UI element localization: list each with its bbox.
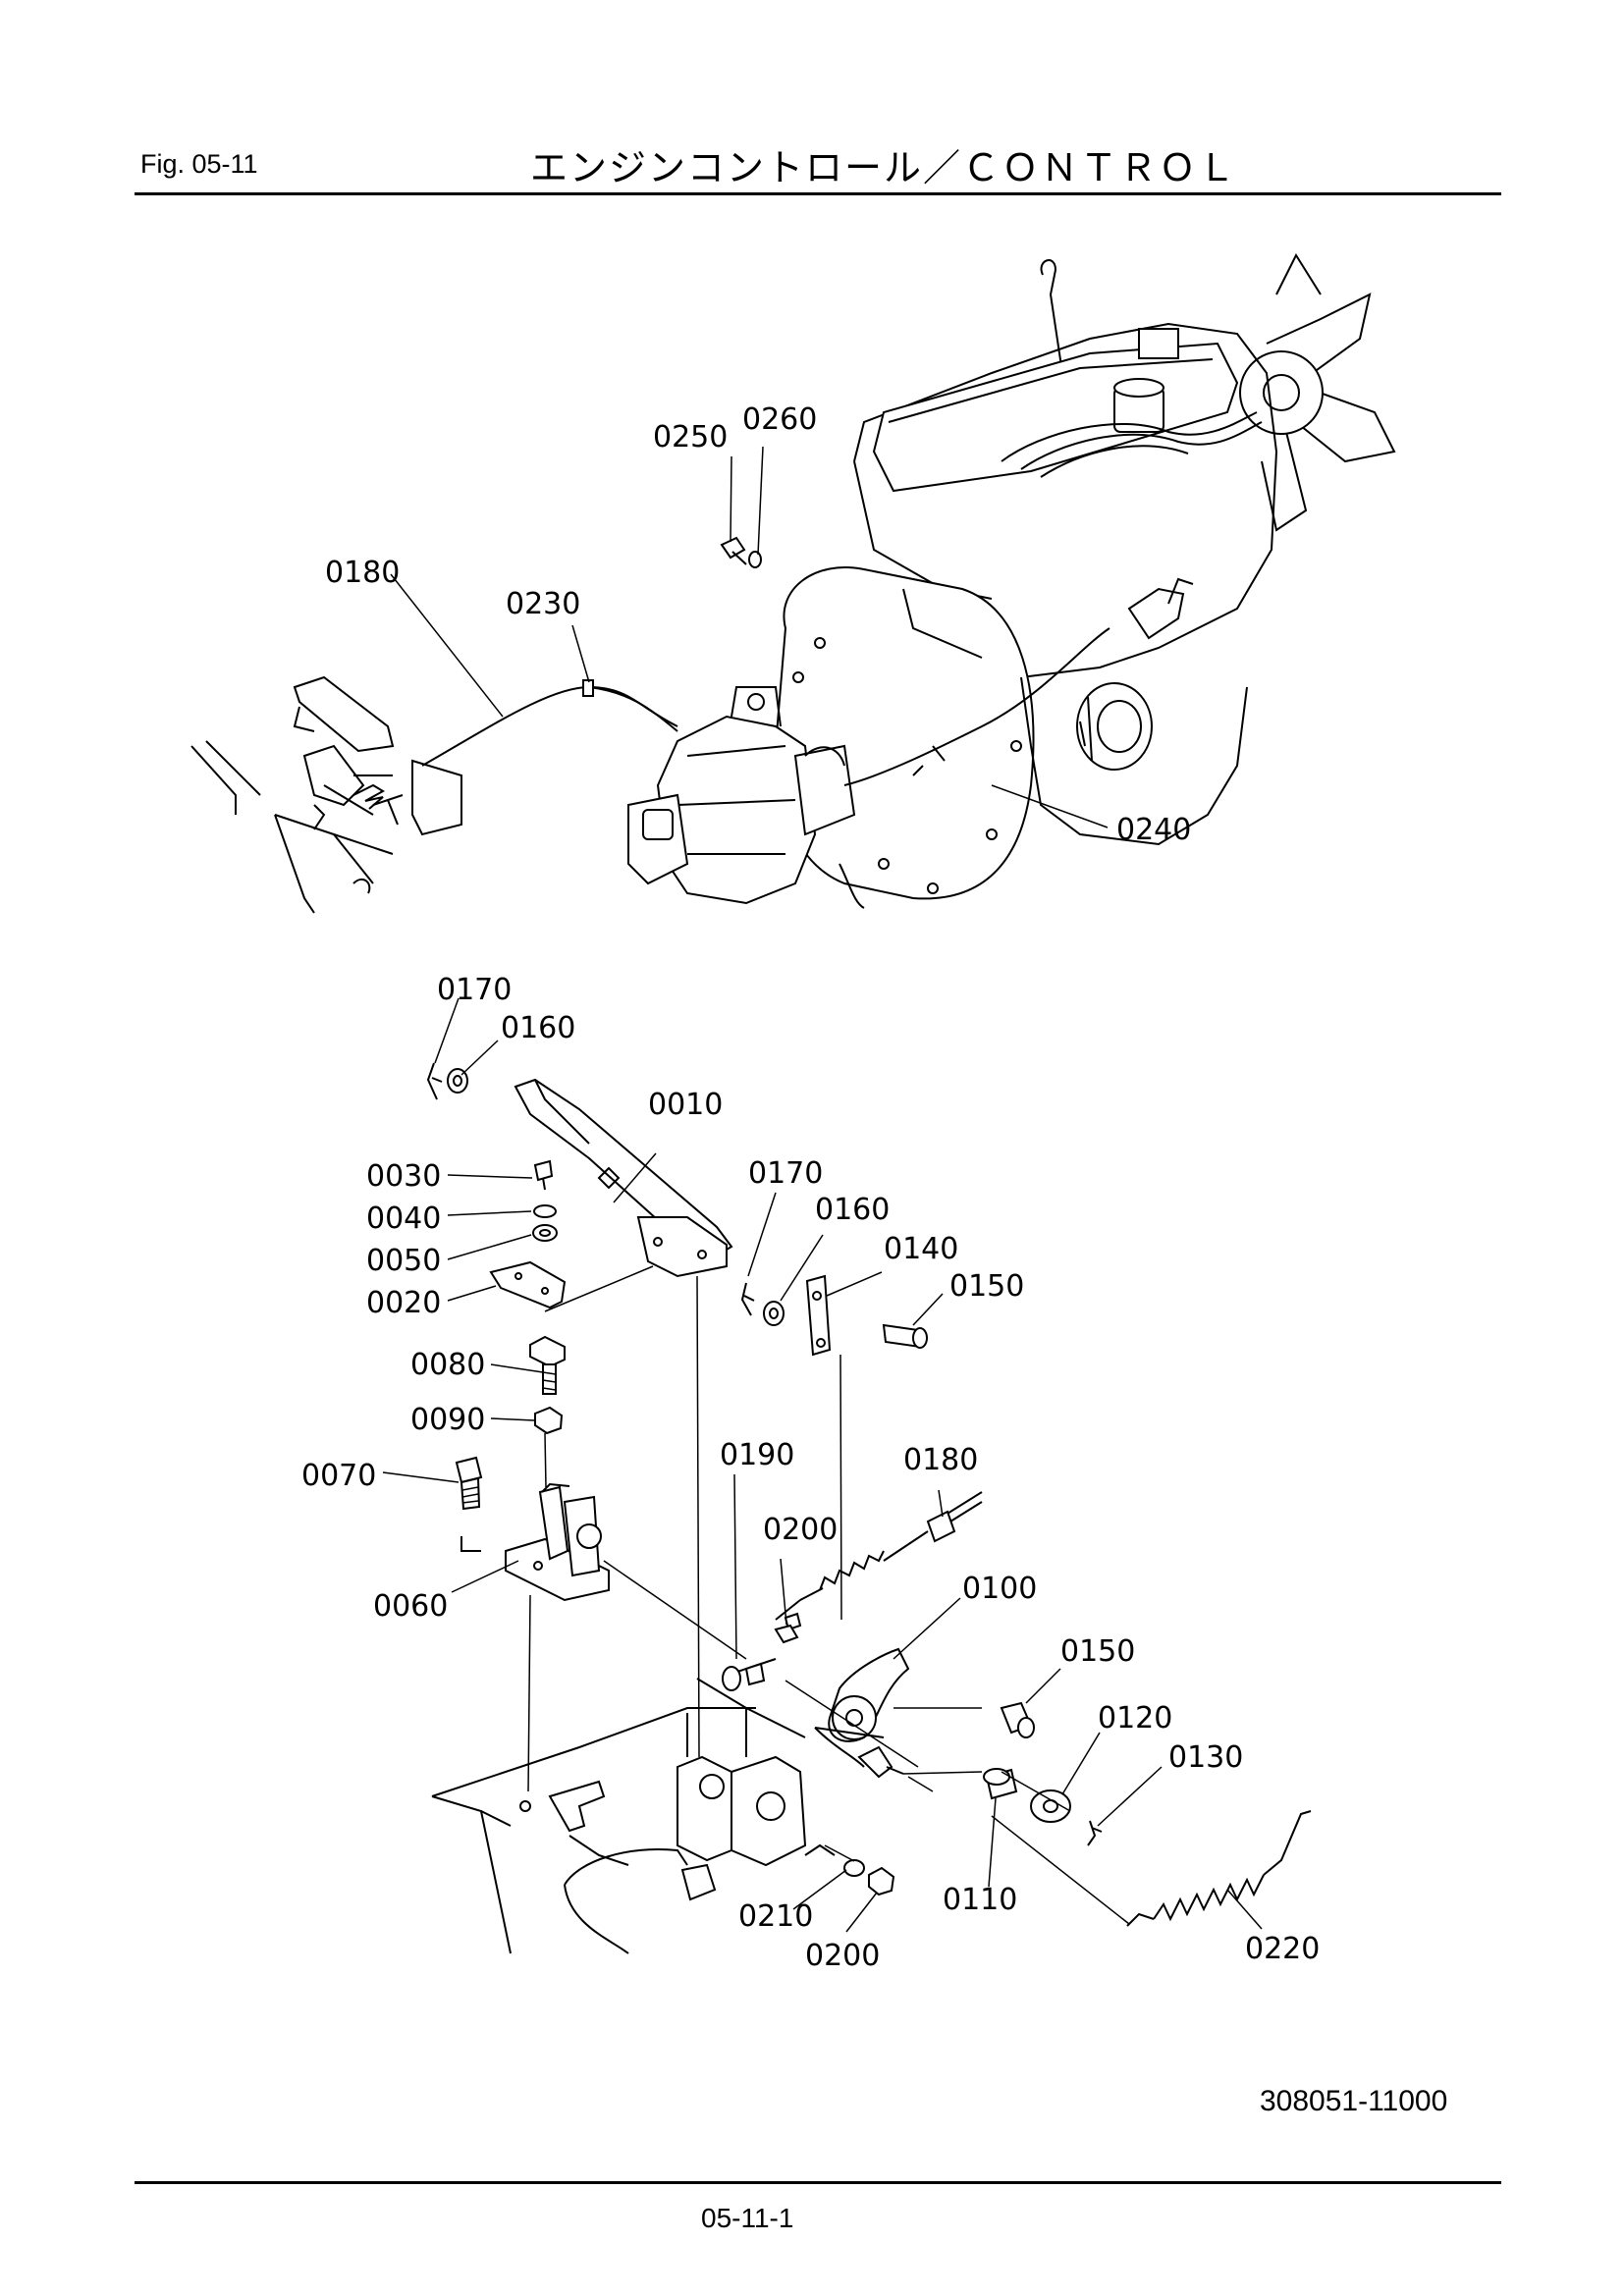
leader-lines-upper	[390, 446, 1109, 828]
drawing-number: 308051-11000	[1260, 2085, 1448, 2117]
rod-end-0190	[722, 1658, 777, 1691]
callout-0040: 0040	[366, 1201, 441, 1236]
callout-0140: 0140	[884, 1232, 958, 1266]
callout-0020: 0020	[366, 1286, 441, 1320]
callout-0070: 0070	[301, 1459, 376, 1493]
page-number: 05-11-1	[701, 2203, 794, 2233]
pedal-assembly-overview	[190, 675, 462, 914]
plate-0020	[489, 1260, 567, 1309]
washer-0160-b	[763, 1301, 785, 1326]
pedal-0010	[514, 1078, 733, 1278]
callout-0260: 0260	[742, 402, 817, 437]
callout-0120: 0120	[1098, 1701, 1172, 1735]
callout-0170-b: 0170	[748, 1156, 823, 1191]
cooling-fan	[1239, 252, 1396, 532]
callout-0100: 0100	[962, 1572, 1037, 1606]
base-frame	[431, 1678, 836, 1954]
callout-0030: 0030	[366, 1159, 441, 1194]
bolt-0070	[455, 1456, 483, 1511]
callout-0060: 0060	[373, 1589, 448, 1624]
engine-assembly	[720, 252, 1396, 900]
lever-0100	[814, 1647, 910, 1779]
callout-0130: 0130	[1168, 1740, 1243, 1775]
callout-0210: 0210	[738, 1899, 813, 1934]
bolt-0080	[529, 1335, 566, 1395]
callout-0250: 0250	[653, 420, 728, 454]
callout-0160-b: 0160	[815, 1193, 890, 1227]
callout-0240: 0240	[1116, 813, 1191, 847]
bolt-0030	[533, 1159, 554, 1182]
bushing-0110	[983, 1768, 1018, 1800]
washer-0260	[748, 551, 762, 568]
bolt-0250	[720, 536, 747, 565]
callout-0170-a: 0170	[437, 973, 512, 1007]
callout-0080: 0080	[410, 1348, 485, 1382]
oil-filter	[1076, 682, 1153, 771]
leader-lines-lower	[382, 997, 1263, 1933]
figure-number: Fig. 05-11	[140, 149, 258, 179]
callout-0150-b: 0150	[1060, 1634, 1135, 1669]
cable-clamp-0230	[582, 679, 594, 697]
throttle-cable-upper	[421, 685, 678, 767]
callout-0220: 0220	[1245, 1932, 1320, 1966]
footer-rule	[135, 2181, 1501, 2184]
assembly-guide-lines	[527, 1265, 1130, 1925]
page-title: エンジンコントロール／ＣＯＮＴＲＯＬ	[530, 146, 1238, 189]
cotter-pin-0170-b	[740, 1282, 755, 1316]
callout-0160-a: 0160	[501, 1011, 575, 1045]
cable-0240	[843, 627, 1110, 786]
callout-0180-top: 0180	[325, 556, 400, 590]
spring-0220	[1126, 1810, 1312, 1927]
washer-0040	[533, 1204, 557, 1218]
callout-0150-a: 0150	[949, 1269, 1024, 1304]
link-plate-0140	[805, 1274, 832, 1357]
callout-0230: 0230	[506, 587, 580, 621]
header-rule	[135, 192, 1501, 195]
washer-0050	[532, 1224, 558, 1242]
cotter-pin-0170-a	[426, 1062, 443, 1100]
callout-0050: 0050	[366, 1244, 441, 1278]
callout-0200-a: 0200	[763, 1513, 838, 1547]
callout-0180-bottom: 0180	[903, 1443, 978, 1477]
callout-0010: 0010	[648, 1088, 723, 1122]
bracket-0060	[460, 1482, 610, 1602]
callout-0090: 0090	[410, 1403, 485, 1437]
callout-0110: 0110	[943, 1883, 1017, 1917]
washer-0120	[1030, 1789, 1071, 1823]
callout-0200-b: 0200	[805, 1939, 880, 1973]
pin-0150-b	[1000, 1701, 1035, 1738]
cotter-pin-0130	[1087, 1820, 1103, 1846]
nut-0200-a	[774, 1624, 799, 1644]
nut-0200-b	[868, 1866, 895, 1896]
washer-0210	[843, 1859, 865, 1877]
callout-0190: 0190	[720, 1438, 794, 1472]
nut-0090	[534, 1406, 564, 1435]
hydraulic-pump	[627, 686, 865, 909]
pin-0150-a	[882, 1323, 928, 1349]
